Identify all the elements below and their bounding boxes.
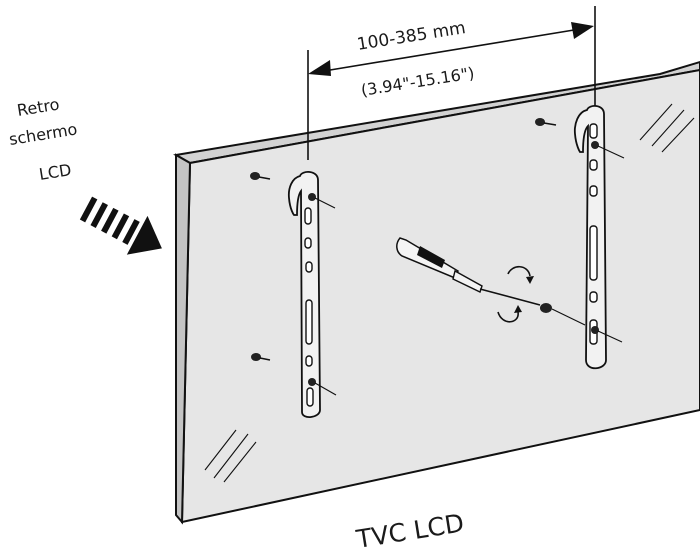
- measure-mm-label: 100-385 mm: [356, 18, 467, 55]
- screw-icon: [535, 118, 557, 126]
- screw-guide-line: [597, 145, 625, 159]
- screw-icon: [251, 353, 271, 361]
- back-label-line1: Retro: [16, 95, 61, 120]
- left-wall-bracket: [287, 171, 321, 418]
- screw-guide-line: [314, 382, 337, 396]
- lcd-panel: [173, 60, 700, 525]
- tv-label: TVC LCD: [353, 508, 466, 554]
- screw-guide-line: [597, 330, 623, 343]
- right-wall-bracket: [573, 105, 607, 370]
- measure-in-label: (3.94"-15.16"): [360, 63, 476, 100]
- width-dimension: [307, 6, 596, 160]
- screw-icon: [308, 141, 599, 386]
- screw-guide-line: [314, 197, 336, 209]
- back-label-line2: schermo: [8, 119, 79, 149]
- rotate-arrow-icon: [497, 265, 534, 323]
- back-side-arrow-icon: [79, 196, 162, 255]
- screw-icon: [250, 172, 271, 180]
- screwdriver-icon: [396, 237, 586, 326]
- back-label-line3: LCD: [38, 160, 73, 184]
